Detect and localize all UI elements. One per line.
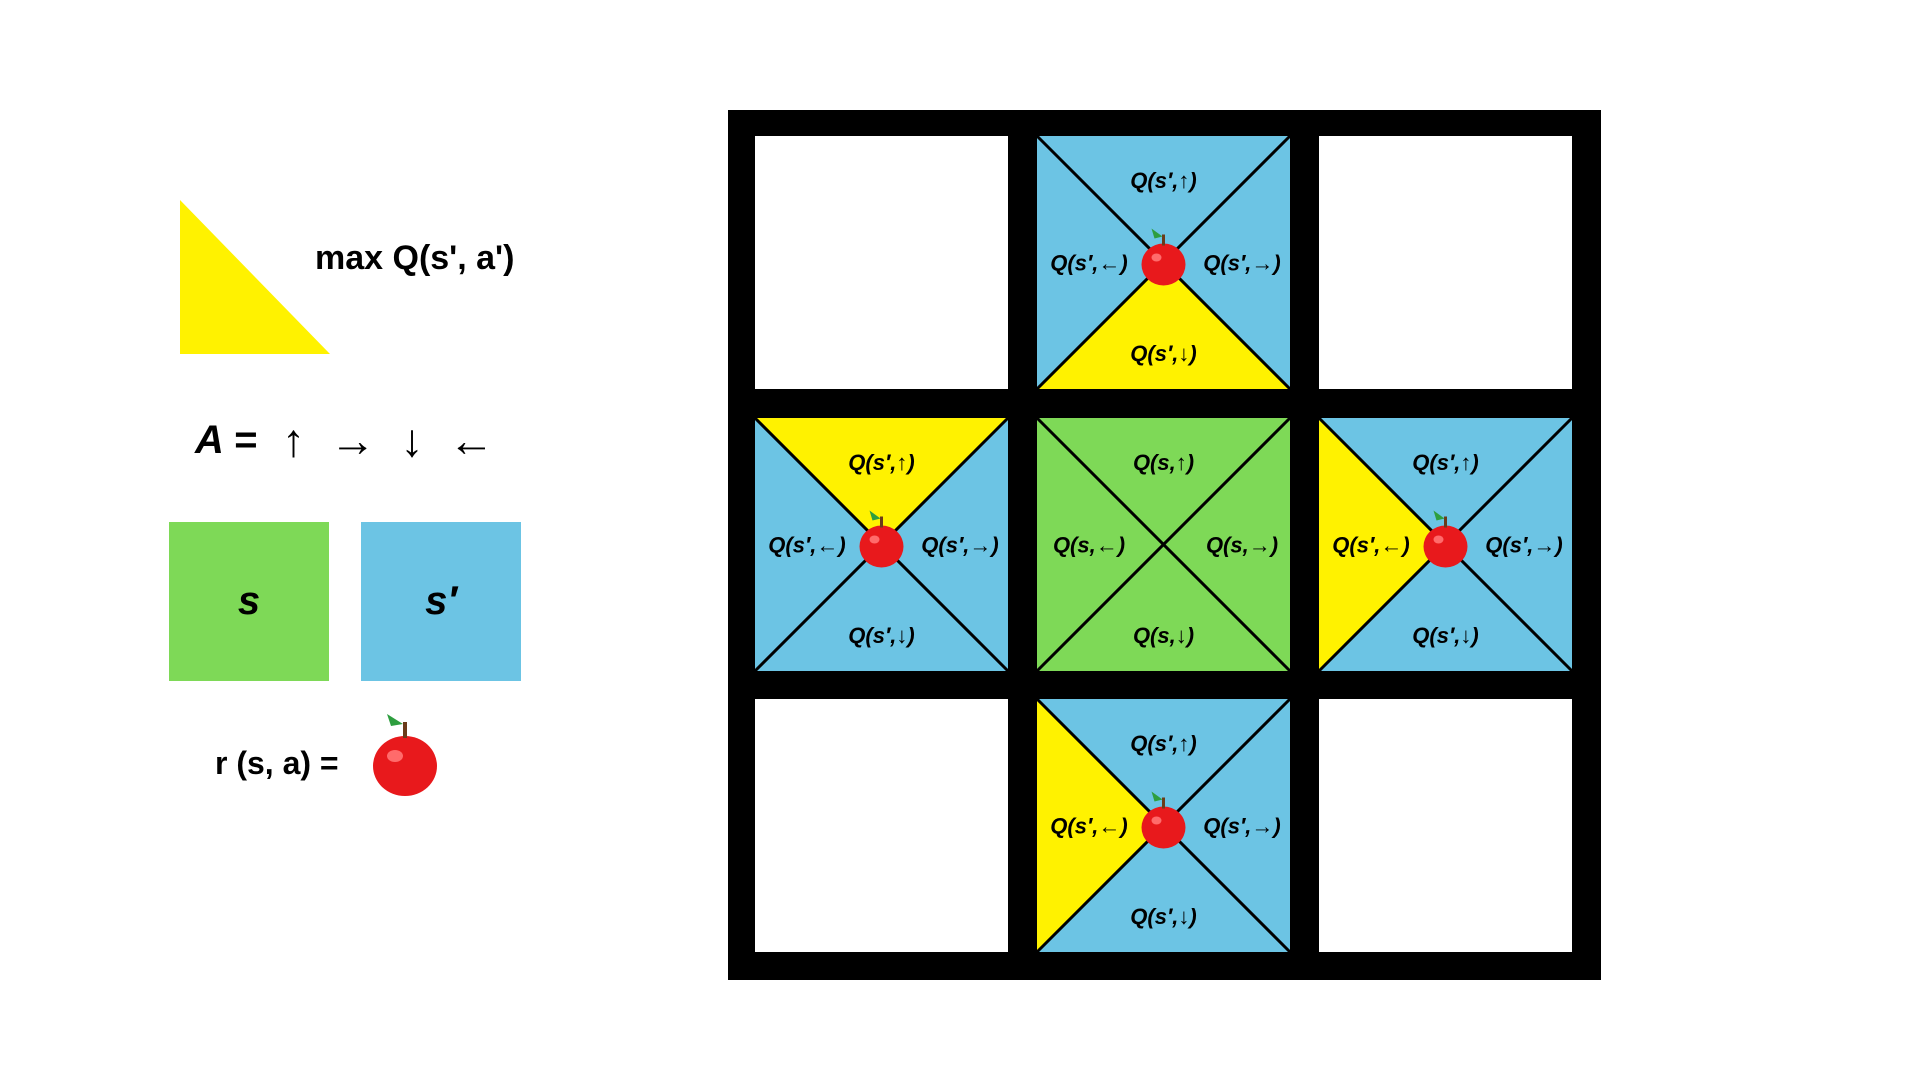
q-triangle-down (1037, 262, 1290, 389)
q-label-down: Q(s,↓) (1133, 623, 1194, 648)
q-label-right: Q(s′,→) (1485, 533, 1562, 558)
q-label-down: Q(s′,↓) (1130, 341, 1196, 366)
cell-diagonal (1035, 416, 1292, 673)
q-triangle-left (1319, 418, 1446, 671)
q-triangle-right (1163, 699, 1290, 952)
action-set-label: A = (194, 418, 257, 462)
q-triangle-right (1163, 136, 1290, 389)
q-label-down: Q(s′,↓) (1412, 623, 1478, 648)
empty-cell (755, 136, 1008, 389)
empty-cell (1319, 699, 1572, 952)
reward-apple-icon (373, 714, 437, 796)
state-swatch (169, 522, 329, 681)
empty-cell (755, 699, 1008, 952)
q-triangle-up (755, 418, 1008, 545)
grid-cell-0-1: Q(s′,↑) Q(s′,↓) Q(s′,←) Q(s′,→) (1035, 134, 1292, 391)
apple-icon (1423, 510, 1468, 568)
q-triangle-right (1163, 418, 1290, 671)
legend: max Q(s', a') A = ↑ → ↓ ← s s′ r (s, a) … (169, 200, 521, 796)
q-triangle-up (1037, 699, 1290, 826)
q-triangle-down (1037, 825, 1290, 952)
q-label-up: Q(s′,↑) (1412, 450, 1478, 475)
grid-cell-2-1: Q(s′,↑) Q(s′,↓) Q(s′,←) Q(s′,→) (1035, 697, 1292, 954)
q-triangle-down (1319, 544, 1572, 671)
q-triangle-up (1037, 418, 1290, 545)
grid-cell-1-2: Q(s′,↑) Q(s′,↓) Q(s′,←) Q(s′,→) (1317, 416, 1574, 673)
grid-cell-0-0 (755, 136, 1008, 389)
q-label-right: Q(s′,→) (921, 533, 998, 558)
q-label-up: Q(s′,↑) (848, 450, 914, 475)
q-label-left: Q(s′,←) (768, 533, 845, 558)
grid: Q(s′,↑)Q(s′,↓)Q(s′,←)Q(s′,→)Q(s′,↑)Q(s′,… (753, 134, 1574, 954)
grid-cell-2-0 (755, 699, 1008, 952)
apple-icon (1141, 228, 1186, 286)
q-triangle-left (1037, 136, 1164, 389)
next-state-swatch (361, 522, 521, 681)
q-label-left: Q(s′,←) (1050, 251, 1127, 276)
state-swatch-label: s (238, 579, 260, 623)
q-label-left: Q(s,←) (1053, 533, 1125, 558)
grid-cell-1-0: Q(s′,↑) Q(s′,↓) Q(s′,←) Q(s′,→) (753, 416, 1010, 673)
grid-cell-2-2 (1319, 699, 1572, 952)
q-triangle-down (1037, 544, 1290, 671)
q-label-left: Q(s′,←) (1050, 814, 1127, 839)
next-state-swatch-label: s′ (425, 579, 459, 623)
q-triangle-right (881, 418, 1008, 671)
reward-label: r (s, a) = (215, 745, 339, 781)
grid-cell-1-1: Q(s,↑) Q(s,↓) Q(s,←) Q(s,→) (1035, 416, 1292, 673)
max-q-label: max Q(s', a') (315, 239, 514, 277)
q-triangle-right (1445, 418, 1572, 671)
apple-icon (859, 510, 904, 568)
q-triangle-up (1037, 136, 1290, 263)
q-triangle-down (755, 544, 1008, 671)
q-label-left: Q(s′,←) (1332, 533, 1409, 558)
empty-cell (1319, 136, 1572, 389)
grid-cell-0-2 (1319, 136, 1572, 389)
q-label-right: Q(s,→) (1206, 533, 1278, 558)
q-label-right: Q(s′,→) (1203, 814, 1280, 839)
q-label-down: Q(s′,↓) (1130, 904, 1196, 929)
apple-icon (1141, 791, 1186, 849)
q-label-down: Q(s′,↓) (848, 623, 914, 648)
q-label-up: Q(s′,↑) (1130, 731, 1196, 756)
q-triangle-left (1037, 418, 1164, 671)
action-arrows: ↑ → ↓ ← (282, 414, 500, 466)
q-label-right: Q(s′,→) (1203, 251, 1280, 276)
max-q-swatch (180, 200, 330, 354)
q-label-up: Q(s,↑) (1133, 450, 1194, 475)
q-triangle-left (755, 418, 882, 671)
q-triangle-left (1037, 699, 1164, 952)
q-label-up: Q(s′,↑) (1130, 168, 1196, 193)
q-triangle-up (1319, 418, 1572, 545)
